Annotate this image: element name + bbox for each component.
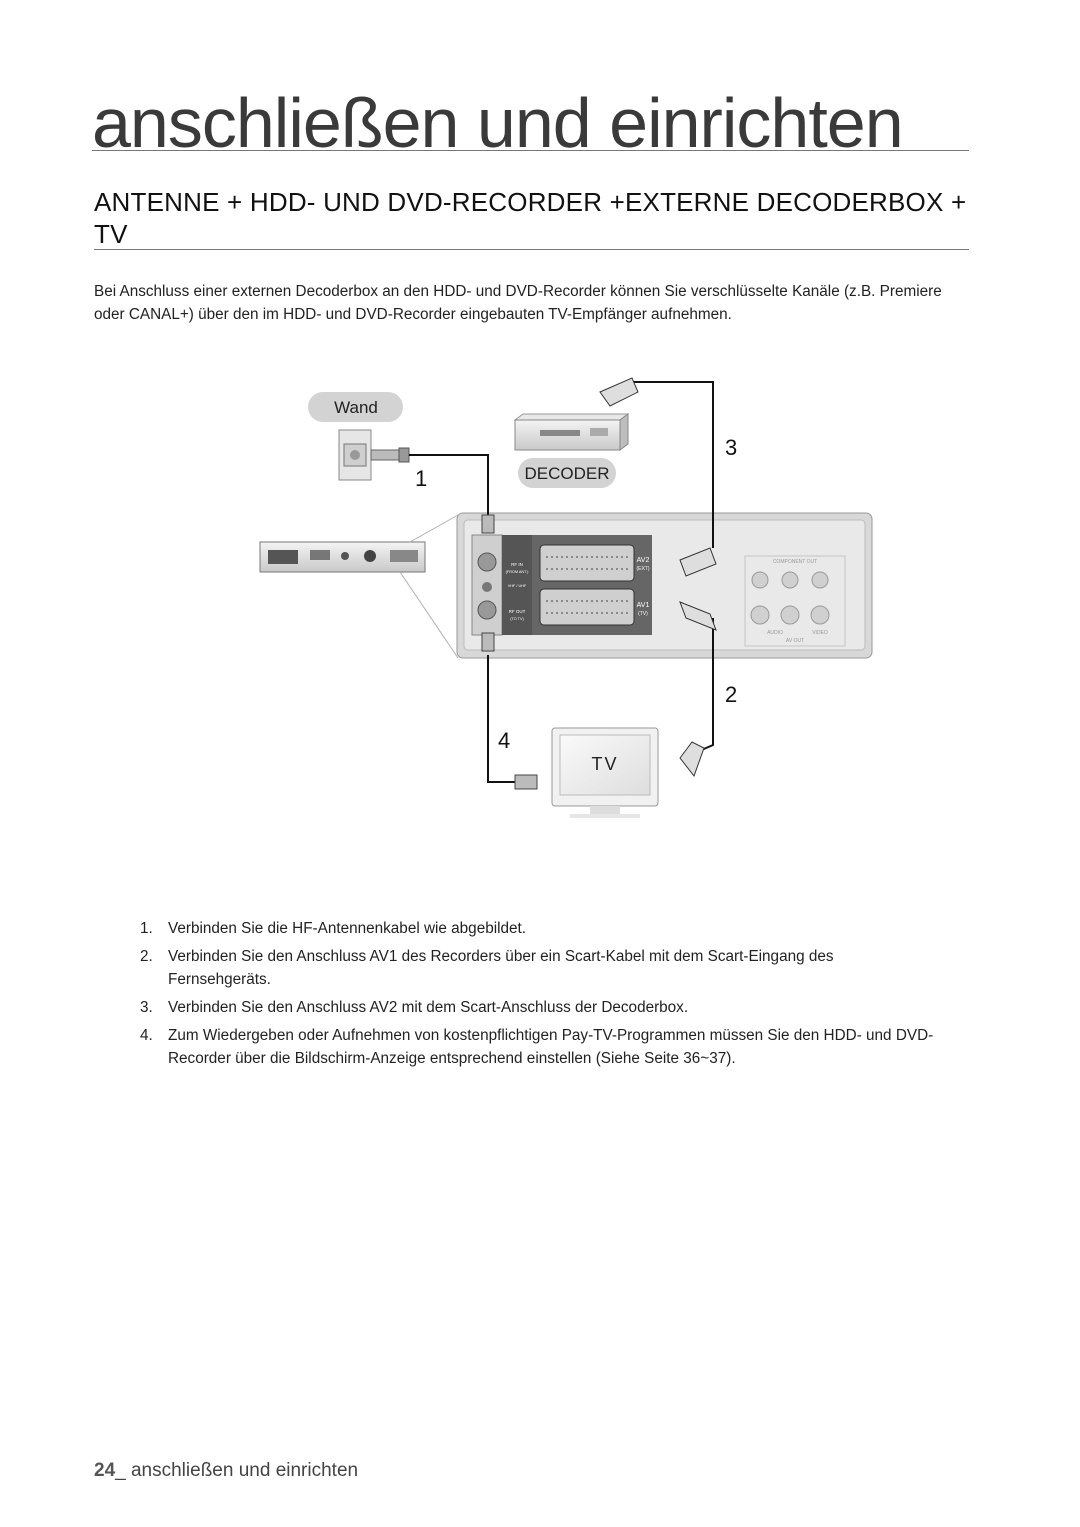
rf-out-sub-label: (TO TV) <box>510 617 524 621</box>
rf-in-sub-label: (FROM ANT.) <box>506 570 530 574</box>
rf-in-plug <box>481 514 495 534</box>
rf-in-label: RF IN <box>511 562 523 567</box>
decoder-box <box>513 413 630 451</box>
connection-diagram: Wand DECODER 1 3 2 4 <box>240 370 880 850</box>
audio-label: AUDIO <box>767 630 783 636</box>
wall-antenna-socket <box>338 429 410 481</box>
callout-2: 2 <box>725 682 737 707</box>
decoder-label: DECODER <box>518 458 616 488</box>
rf-out-plug <box>481 632 495 652</box>
recorder-rear-panel: RF IN (FROM ANT.) VHF / UHF RF OUT (TO T… <box>456 512 873 659</box>
step-3: 3. Verbinden Sie den Anschluss AV2 mit de… <box>140 996 940 1019</box>
page-footer: 24_ anschließen und einrichten <box>94 1460 358 1482</box>
step-text: Verbinden Sie die HF-Antennenkabel wie a… <box>168 920 527 937</box>
step-text: Verbinden Sie den Anschluss AV2 mit dem … <box>168 999 689 1016</box>
rf-out-label: RF OUT <box>509 609 526 614</box>
callout-4: 4 <box>498 728 510 753</box>
section-divider <box>94 249 969 250</box>
antenna-cable-1 <box>409 454 489 520</box>
scart-cable-3 <box>630 381 714 548</box>
vhf-uhf-label: VHF / UHF <box>508 584 527 588</box>
chapter-title: anschließen und einrichten <box>92 84 904 162</box>
step-number: 3. <box>140 999 153 1016</box>
av2-sub-label: (EXT) <box>636 566 649 572</box>
wall-label: Wand <box>308 392 403 422</box>
callout-3: 3 <box>725 435 737 460</box>
step-2: 2. Verbinden Sie den Anschluss AV1 des Re… <box>140 945 940 991</box>
av2-scart-plug <box>679 547 717 577</box>
video-label: VIDEO <box>812 630 828 636</box>
tv-rf-plug <box>514 774 538 790</box>
steps-list: 1. Verbinden Sie die HF-Antennenkabel wie… <box>140 917 940 1075</box>
recorder-front-view <box>259 541 426 573</box>
step-4: 4. Zum Wiedergeben oder Aufnehmen von kos… <box>140 1024 940 1070</box>
step-number: 2. <box>140 948 153 965</box>
tv-set: TV <box>551 727 659 818</box>
step-text: Zum Wiedergeben oder Aufnehmen von koste… <box>168 1027 934 1067</box>
wall-label-text: Wand <box>334 398 378 417</box>
step-text: Verbinden Sie den Anschluss AV1 des Reco… <box>168 948 834 988</box>
chapter-divider <box>92 150 969 151</box>
step-number: 1. <box>140 920 153 937</box>
av1-label: AV1 <box>637 602 650 609</box>
footer-label: _ anschließen und einrichten <box>115 1460 359 1481</box>
av2-label: AV2 <box>637 557 650 564</box>
callout-1: 1 <box>415 466 427 491</box>
intro-paragraph: Bei Anschluss einer externen Decoderbox … <box>94 283 942 324</box>
decoder-scart-plug <box>599 377 639 407</box>
page-number: 24 <box>94 1460 116 1481</box>
decoder-label-text: DECODER <box>524 464 609 483</box>
av-out-label: AV OUT <box>786 638 804 644</box>
component-out-label: COMPONENT OUT <box>773 559 817 565</box>
tv-scart-plug <box>679 741 705 778</box>
section-title: ANTENNE + HDD- UND DVD-RECORDER +EXTERNE… <box>94 187 967 249</box>
step-number: 4. <box>140 1027 153 1044</box>
step-1: 1. Verbinden Sie die HF-Antennenkabel wie… <box>140 917 940 940</box>
tv-label: TV <box>591 754 618 774</box>
av1-sub-label: (TV) <box>638 611 648 617</box>
rf-cable-4 <box>487 655 515 783</box>
av1-scart-plug <box>679 601 717 631</box>
